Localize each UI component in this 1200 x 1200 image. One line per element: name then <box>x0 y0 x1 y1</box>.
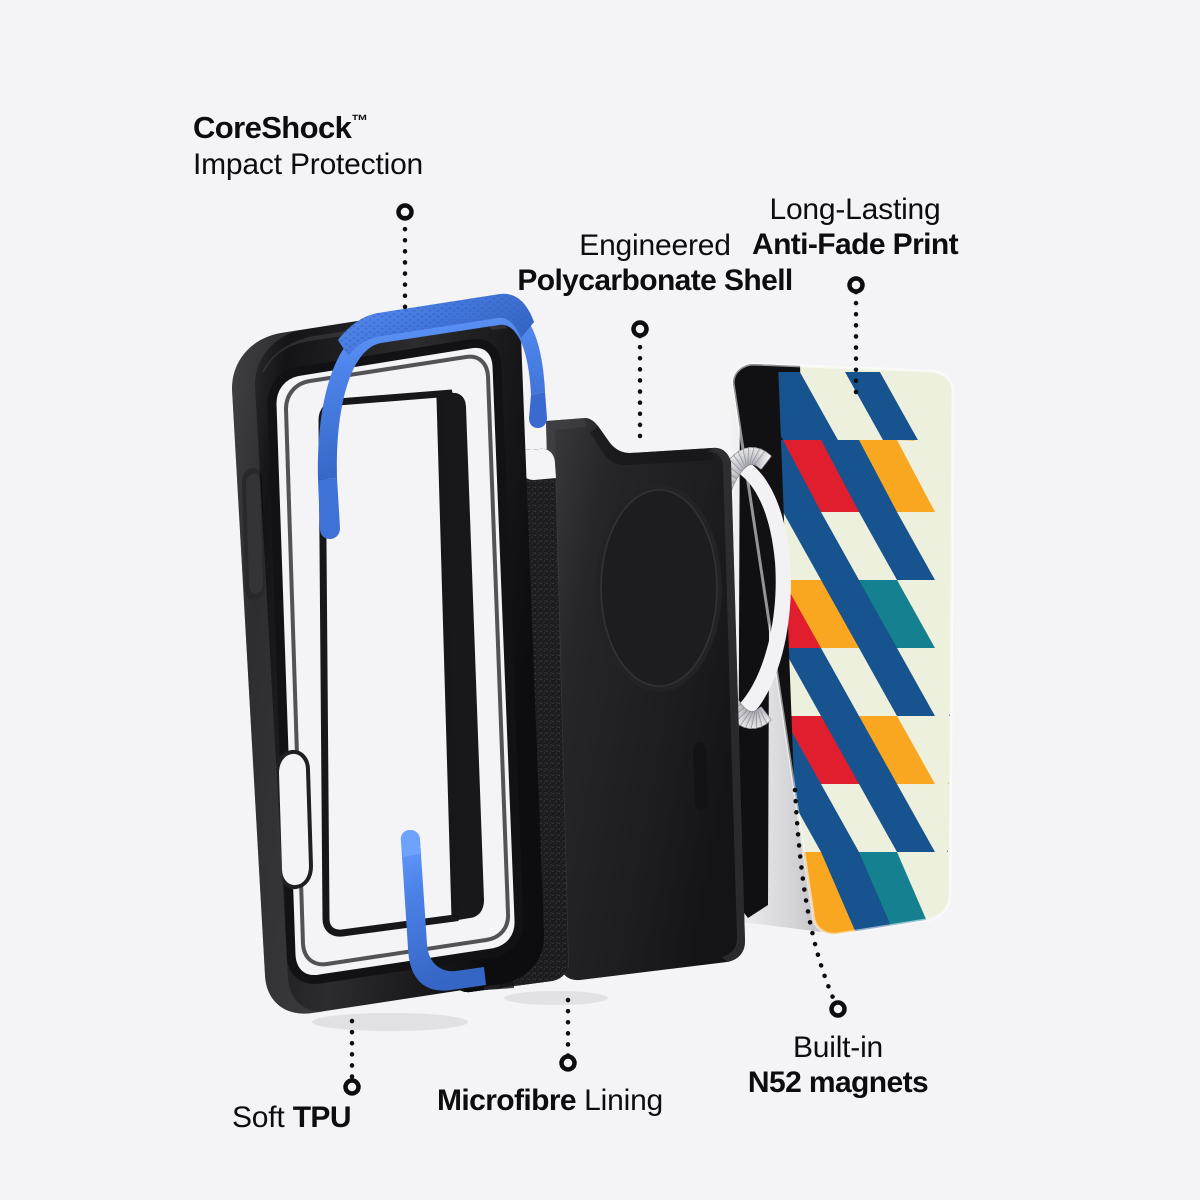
callout-anti-fade: Long-Lasting Anti-Fade Print <box>730 192 980 263</box>
coreshock-blue-insert <box>317 293 547 991</box>
callout-polycarbonate-line2: Polycarbonate Shell <box>517 264 793 298</box>
callout-microfibre: Microfibre Lining <box>437 1083 663 1118</box>
callout-coreshock: CoreShock™ Impact Protection <box>193 110 423 182</box>
callout-tpu-prefix: Soft <box>232 1101 293 1134</box>
dot-marker-icon <box>847 276 865 294</box>
leader-microfibre <box>559 997 577 1072</box>
leader-n52 <box>792 787 847 1018</box>
magnet-segment <box>754 450 772 470</box>
leader-coreshock <box>396 203 414 316</box>
callout-tpu: Soft TPU <box>232 1100 352 1135</box>
callout-n52: Built-in N52 magnets <box>688 1030 988 1101</box>
callout-polycarbonate: Engineered Polycarbonate Shell <box>490 228 820 299</box>
dot-marker-icon <box>559 1054 577 1072</box>
callout-anti-fade-line2: Anti-Fade Print <box>752 228 959 262</box>
dot-marker-icon <box>829 1000 847 1018</box>
callout-microfibre-suffix: Lining <box>576 1084 664 1117</box>
leader-tpu <box>343 1018 361 1096</box>
callout-n52-line2: N52 magnets <box>747 1066 929 1100</box>
leader-anti-fade <box>847 276 865 399</box>
callout-n52-line1: Built-in <box>792 1031 884 1064</box>
callout-tpu-emphasis: TPU <box>292 1101 352 1134</box>
callout-polycarbonate-line1: Engineered <box>579 229 731 262</box>
dot-marker-icon <box>631 320 649 338</box>
trademark-symbol: ™ <box>351 111 369 131</box>
leader-polycarbonate <box>631 320 649 447</box>
dot-marker-icon <box>343 1078 361 1096</box>
callout-anti-fade-line1: Long-Lasting <box>769 193 941 226</box>
callout-microfibre-emphasis: Microfibre <box>437 1084 577 1117</box>
callout-coreshock-line2: Impact Protection <box>193 147 424 181</box>
dot-marker-icon <box>396 203 414 221</box>
callout-coreshock-line1: CoreShock™ <box>193 110 369 145</box>
